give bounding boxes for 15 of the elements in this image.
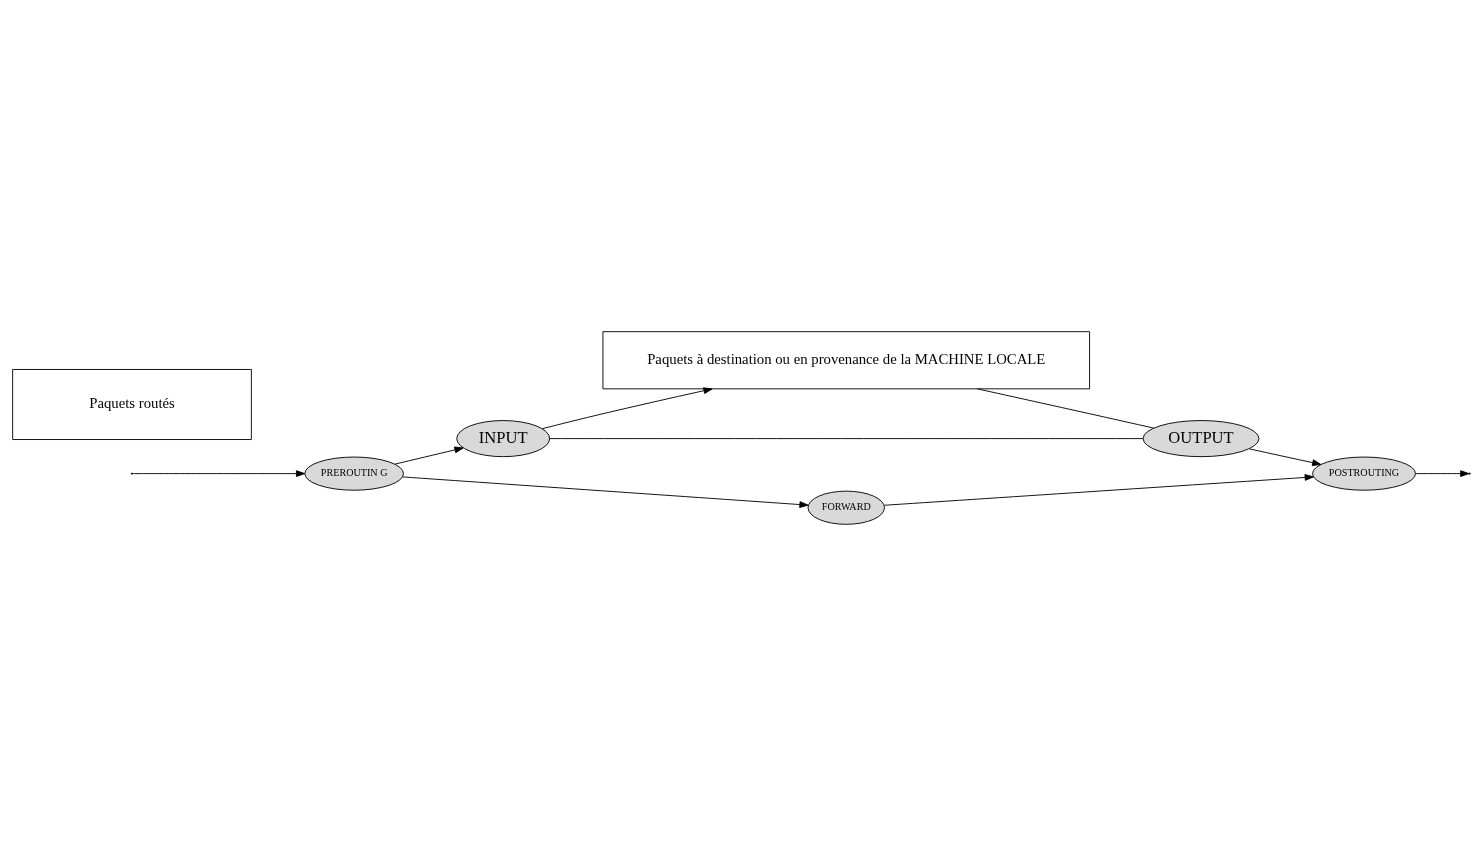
- node-box: Paquets routés: [12, 368, 252, 440]
- connector: [549, 437, 1144, 439]
- arrow: [1248, 447, 1322, 466]
- arrow: [394, 446, 464, 465]
- node-box: Paquets à destination ou en provenance de la MACHINE LOCALE: [602, 330, 1090, 389]
- node-ellipse: FORWARD: [807, 490, 885, 525]
- arrow: [402, 475, 809, 508]
- arrow: [541, 386, 713, 429]
- node-ellipse: OUTPUT: [1142, 419, 1260, 457]
- node-ellipse: INPUT: [456, 419, 551, 457]
- arrow: [132, 469, 306, 477]
- arrow: [1415, 469, 1470, 477]
- connector: [976, 387, 1155, 429]
- node-ellipse: PREROUTIN G: [304, 456, 404, 491]
- arrow: [883, 473, 1314, 506]
